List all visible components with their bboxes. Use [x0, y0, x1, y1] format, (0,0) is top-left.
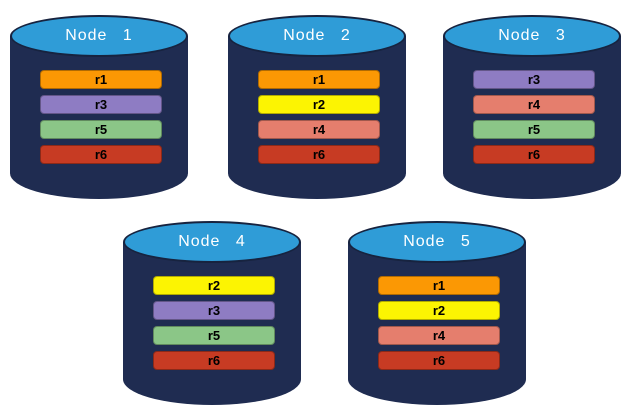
- db-node-3: Node 3 r3 r4 r5 r6: [443, 15, 621, 199]
- database-cylinder-top: Node 1: [10, 15, 188, 57]
- replica-bar: r6: [258, 145, 380, 164]
- replica-bar: r1: [258, 70, 380, 89]
- node-title: Node 5: [403, 233, 471, 250]
- replica-bar: r5: [40, 120, 162, 139]
- database-cylinder-top: Node 3: [443, 15, 621, 57]
- replica-bar: r2: [378, 301, 500, 320]
- replica-bar: r5: [153, 326, 275, 345]
- database-cylinder-top: Node 2: [228, 15, 406, 57]
- db-node-1: Node 1 r1 r3 r5 r6: [10, 15, 188, 199]
- replica-bar: r1: [40, 70, 162, 89]
- node-title: Node 4: [178, 233, 246, 250]
- node-title: Node 3: [498, 27, 566, 44]
- database-cylinder-top: Node 4: [123, 221, 301, 263]
- replica-bar: r6: [378, 351, 500, 370]
- replica-bar: r6: [473, 145, 595, 164]
- replica-list: r2 r3 r5 r6: [153, 276, 275, 370]
- replica-bar: r5: [473, 120, 595, 139]
- replica-bar: r1: [378, 276, 500, 295]
- node-title: Node 1: [65, 27, 133, 44]
- replica-bar: r4: [378, 326, 500, 345]
- database-cylinder-body: [348, 242, 526, 405]
- replica-bar: r6: [40, 145, 162, 164]
- node-title: Node 2: [283, 27, 351, 44]
- replica-bar: r6: [153, 351, 275, 370]
- replica-bar: r4: [258, 120, 380, 139]
- db-node-2: Node 2 r1 r2 r4 r6: [228, 15, 406, 199]
- database-cylinder-body: [10, 36, 188, 199]
- replica-list: r3 r4 r5 r6: [473, 70, 595, 164]
- replica-bar: r3: [153, 301, 275, 320]
- db-node-5: Node 5 r1 r2 r4 r6: [348, 221, 526, 405]
- replica-bar: r3: [473, 70, 595, 89]
- replica-bar: r2: [258, 95, 380, 114]
- database-cylinder-body: [123, 242, 301, 405]
- replica-bar: r3: [40, 95, 162, 114]
- replica-bar: r4: [473, 95, 595, 114]
- database-cylinder-top: Node 5: [348, 221, 526, 263]
- database-cylinder-body: [228, 36, 406, 199]
- replica-list: r1 r2 r4 r6: [258, 70, 380, 164]
- replica-bar: r2: [153, 276, 275, 295]
- replica-list: r1 r3 r5 r6: [40, 70, 162, 164]
- db-node-4: Node 4 r2 r3 r5 r6: [123, 221, 301, 405]
- database-cylinder-body: [443, 36, 621, 199]
- replica-list: r1 r2 r4 r6: [378, 276, 500, 370]
